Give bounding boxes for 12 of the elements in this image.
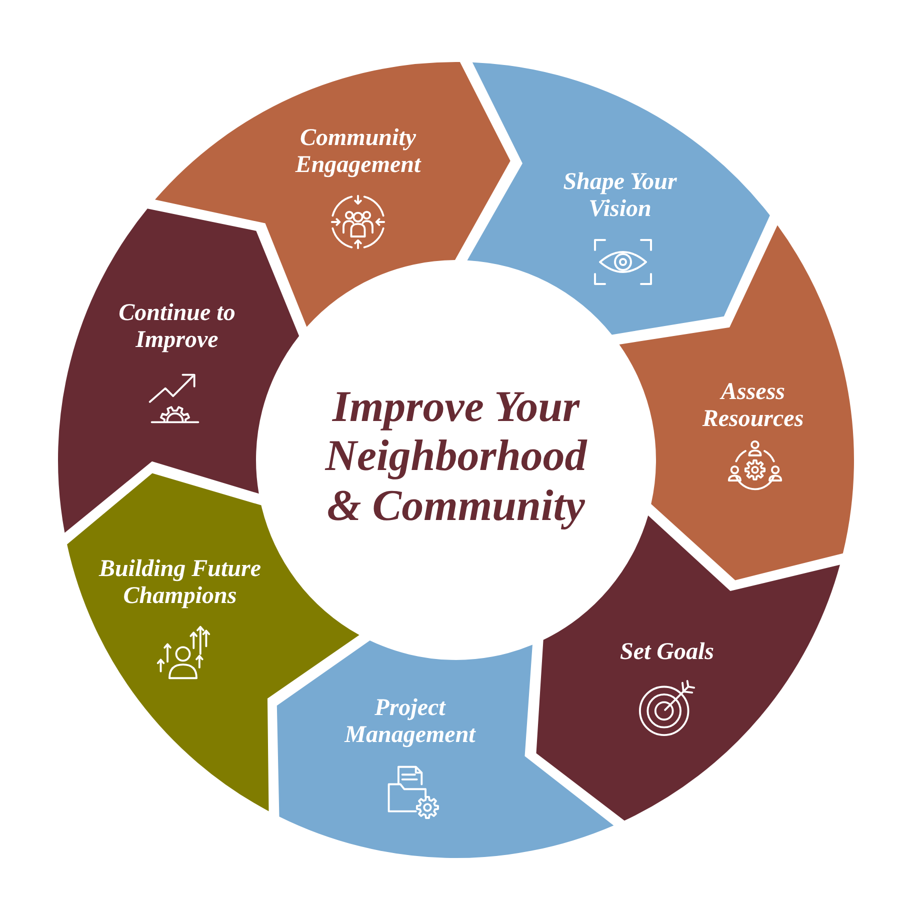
step-label: Building Future Champions xyxy=(98,556,262,610)
arrow-segment xyxy=(276,640,614,858)
title: Improve Your Neighborhood & Community xyxy=(324,382,588,530)
step-label: Assess Resources xyxy=(702,379,804,433)
step-label: Continue to Improve xyxy=(118,300,236,354)
arrow-segment xyxy=(58,208,300,533)
step-label: Community Engagement xyxy=(294,125,422,179)
step-label: Shape Your Vision xyxy=(562,169,678,223)
arrow-segment xyxy=(467,62,770,335)
step-label: Project Management xyxy=(344,695,476,749)
arrow-segment xyxy=(619,225,854,581)
step-label: Set Goals xyxy=(619,638,715,666)
